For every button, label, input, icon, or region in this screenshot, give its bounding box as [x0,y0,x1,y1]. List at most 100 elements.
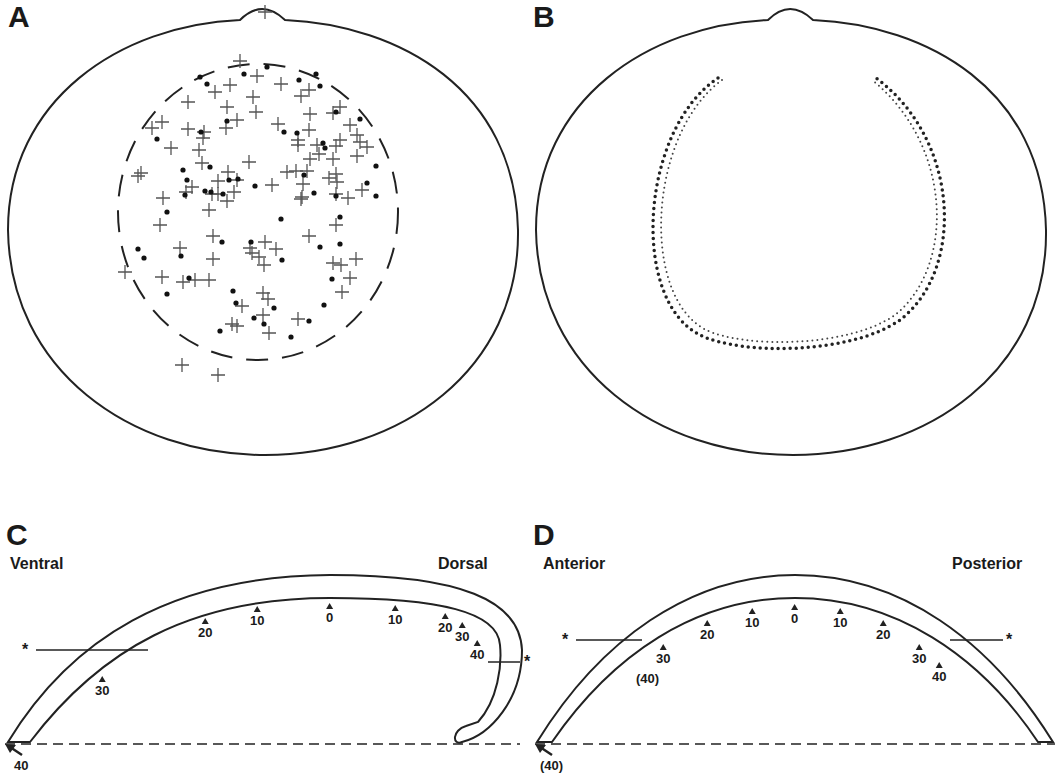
cross-mark [302,123,316,137]
cross-mark [242,155,256,169]
section-marker: * [1006,632,1012,648]
cross-mark [145,121,159,135]
dot-mark [261,321,266,326]
cross-mark [192,143,206,157]
baseline [535,743,1055,745]
tick-triangle [99,676,106,682]
cross-mark [353,135,367,149]
cross-mark [230,113,244,127]
cross-mark [350,149,364,163]
shell-outline [8,9,518,455]
dot-mark [182,192,187,197]
tick-triangle [326,603,333,609]
cross-mark [230,173,244,187]
angle-number: 30 [912,652,926,665]
cross-mark [211,187,225,201]
dot-mark [281,129,286,134]
cross-mark [326,152,340,166]
dot-mark [198,129,203,134]
dot-mark [233,300,238,305]
dot-mark [322,145,327,150]
dot-mark [241,71,246,76]
dot-mark [248,239,253,244]
dotted-line [661,80,937,342]
tick-triangle [936,662,943,668]
cross-mark [349,252,363,266]
dot-mark [135,246,140,251]
cross-mark [211,174,225,188]
marker-line [950,639,1003,641]
cross-mark [262,326,276,340]
dot-mark [204,81,209,86]
dot-mark [235,176,240,181]
angle-number: 40 [932,670,946,683]
dot-mark [337,241,342,246]
dot-mark [202,188,207,193]
dot-mark [141,255,146,260]
dot-mark [208,189,213,194]
shell-section [537,575,1053,742]
cross-mark [181,122,195,136]
cross-mark [156,191,170,205]
cross-mark [326,106,340,120]
cross-mark [175,358,189,372]
angle-number: 40 [470,648,484,661]
panel-letter: B [533,2,555,32]
dot-mark [186,275,191,280]
dot-mark [294,130,299,135]
cross-mark [195,156,209,170]
cross-mark [202,273,216,287]
angle-number: (40) [636,672,659,685]
angle-number: 10 [250,614,264,627]
angle-number: 20 [438,621,452,634]
dotted-line [653,78,944,349]
cross-mark [249,105,263,119]
dot-mark [184,177,189,182]
tick-triangle [442,613,449,619]
cross-mark [334,258,348,272]
cross-mark [250,69,264,83]
angle-number: 40 [14,759,28,772]
cross-mark [225,317,239,331]
dot-mark [357,116,362,121]
baseline [5,743,520,745]
cross-mark [333,100,347,114]
section-marker: * [562,632,568,648]
panel-letter: A [8,2,30,32]
section-marker: * [22,642,28,658]
cross-mark [258,235,272,249]
tick-triangle [459,622,466,628]
cross-mark [220,100,234,114]
marker-line [576,639,642,641]
cross-mark [118,265,132,279]
cross-mark [303,152,317,166]
dot-mark [288,334,293,339]
cross-mark [343,271,357,285]
angle-number: 30 [95,684,109,697]
dot-mark [207,164,212,169]
panel-letter: C [6,520,28,550]
cross-mark [302,83,316,97]
dot-mark [197,74,202,79]
tick-triangle [749,608,756,614]
dot-mark [271,305,276,310]
cross-mark [233,54,247,68]
dot-mark [317,244,322,249]
cross-mark [280,165,294,179]
dot-mark [364,180,369,185]
cross-mark [131,169,145,183]
cross-mark [296,177,310,191]
dot-mark [224,118,229,123]
angle-number: 30 [455,630,469,643]
tick-triangle [254,606,261,612]
angle-number: 0 [791,612,798,625]
angle-number: 10 [745,616,759,629]
cross-mark [256,286,270,300]
arrow-head [535,744,546,753]
dot-mark [154,136,159,141]
dot-mark [329,276,334,281]
dot-mark [321,302,326,307]
cross-mark [197,125,211,139]
shell-outline [536,9,1046,455]
